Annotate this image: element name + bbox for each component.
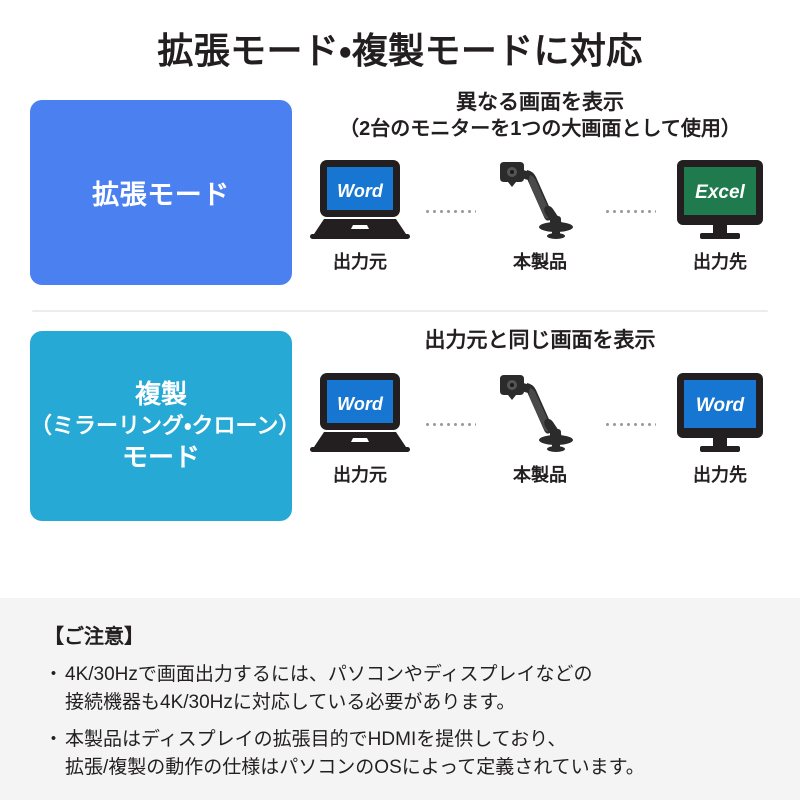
flow-label-source-mirror: 出力元 [333,464,387,485]
notice-item-line: 本製品はディスプレイの拡張目的でHDMIを提供しており、 [65,729,567,751]
laptop-screen-text-extend: Word [337,181,384,201]
flow-label-target-mirror: 出力先 [693,464,747,485]
caption-extend-sub: （2台のモニターを1つの大画面として使用） [339,117,741,140]
monitor-screen-text-extend: Excel [695,182,745,203]
section-extend-mode: 拡張モード 異なる画面を表示 （2台のモニターを1つの大画面として使用） Wor… [0,82,800,302]
monitor-icon: Excel [669,156,771,242]
monitor-screen-text-mirror: Word [696,395,745,416]
laptop-icon: Word [306,156,414,242]
laptop-screen-fill [327,167,393,211]
monitor-screen-fill-extend [684,167,756,216]
notice-item-line: 接続機器も4K/30Hzに対応している必要があります。 [65,691,516,713]
notice-item-text: 4K/30Hzで画面出力するには、パソコンやディスプレイなどの 接続機器も4K/… [65,661,756,716]
connector-dots-right-mirror [604,422,656,426]
notice-bullet: ・ [44,729,64,751]
laptop-screen-fill [327,379,393,423]
badge-extend-label: 拡張モード [92,179,230,210]
flow-label-source-extend: 出力元 [333,252,387,273]
monitor-icon: Word [669,369,771,455]
monitor-arm-icon [494,156,586,242]
flow-item-middle-extend: 本製品 [476,156,604,274]
connector-dots-left-extend [424,210,476,214]
flow-mirror: Word 出力元 [296,369,784,487]
flow-label-middle-extend: 本製品 [513,252,567,273]
monitor-screen-fill-mirror [684,379,756,428]
monitor-arm-icon [494,369,586,455]
page-title: 拡張モード・複製モードに対応 [157,30,643,71]
badge-mirror-label-line3: モード [121,442,200,473]
caption-mirror: 出力元と同じ画面を表示 [425,318,656,355]
notice-item-line: 4K/30Hzで画面出力するには、パソコンやディスプレイなどの [65,664,593,685]
caption-extend: 異なる画面を表示 （2台のモニターを1つの大画面として使用） [339,82,741,142]
flow-item-target-mirror: Word 出力先 [656,369,784,487]
flow-extend: Word 出力元 [296,156,784,274]
notice-title: 【ご注意】 [44,626,144,648]
notice-item-text: 本製品はディスプレイの拡張目的でHDMIを提供しており、 拡張/複製の動作の仕様… [65,726,756,781]
caption-mirror-main: 出力元と同じ画面を表示 [424,329,656,352]
flow-item-source-extend: Word 出力元 [296,156,424,274]
laptop-icon: Word [306,369,414,455]
flow-item-source-mirror: Word 出力元 [296,369,424,487]
caption-extend-main: 異なる画面を表示 [456,91,624,114]
notice-panel: 【ご注意】 ・ 4K/30Hzで画面出力するには、パソコンやディスプレイなどの … [0,598,800,800]
badge-mirror-label-line2: （ミラーリング・クローン） [30,412,301,438]
connector-dots-left-mirror [424,422,476,426]
diagram-extend: 異なる画面を表示 （2台のモニターを1つの大画面として使用） Word 出力元 [292,82,784,302]
section-divider [32,310,768,312]
notice-item: ・ 本製品はディスプレイの拡張目的でHDMIを提供しており、 拡張/複製の動作の… [44,726,756,781]
flow-label-middle-mirror: 本製品 [513,464,567,485]
flow-label-target-extend: 出力先 [693,252,747,273]
badge-mirror-mode: 複製 （ミラーリング・クローン） モード [30,330,301,521]
notice-bullet: ・ [44,664,64,685]
section-mirror-mode: 複製 （ミラーリング・クローン） モード 出力元と同じ画面を表示 Word [0,318,800,533]
notice-item-line: 拡張/複製の動作の仕様はパソコンのOSによって定義されています。 [65,756,645,778]
diagram-mirror: 出力元と同じ画面を表示 Word 出力元 [292,318,784,533]
notice-item: ・ 4K/30Hzで画面出力するには、パソコンやディスプレイなどの 接続機器も4… [44,661,756,716]
flow-item-target-extend: Excel 出力先 [656,156,784,274]
connector-dots-right-extend [604,210,656,214]
badge-mirror-label-line1: 複製 [134,378,187,409]
badge-extend-mode: 拡張モード [30,99,292,285]
flow-item-middle-mirror: 本製品 [476,369,604,487]
laptop-screen-text-mirror: Word [337,394,384,414]
